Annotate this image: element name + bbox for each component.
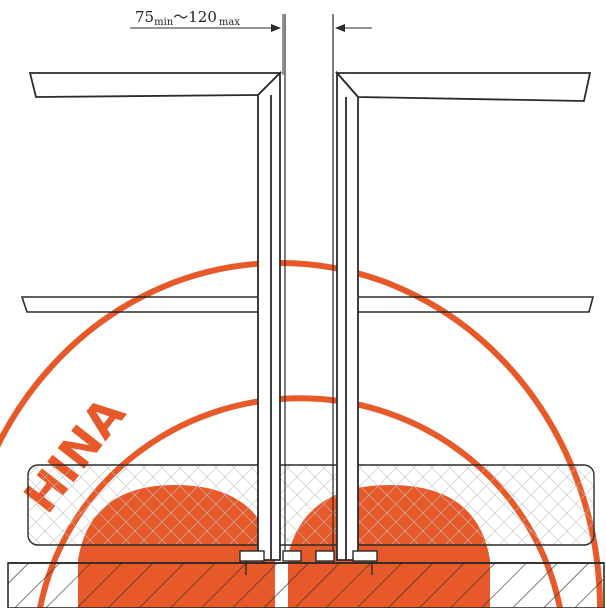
- dimension-min-value: 75: [135, 8, 154, 26]
- dimension-separator: 〜: [173, 8, 188, 26]
- base-plate: [7, 562, 605, 608]
- bolt-heads: [239, 550, 378, 575]
- dimension-min-subscript: min: [154, 17, 174, 28]
- lower-frame: [27, 464, 595, 546]
- dimension-max-value: 120: [188, 8, 217, 26]
- dimension-max-subscript: max: [219, 17, 240, 28]
- middle-plate: [20, 296, 595, 313]
- vertical-members: [257, 14, 359, 561]
- top-plate: [28, 72, 592, 102]
